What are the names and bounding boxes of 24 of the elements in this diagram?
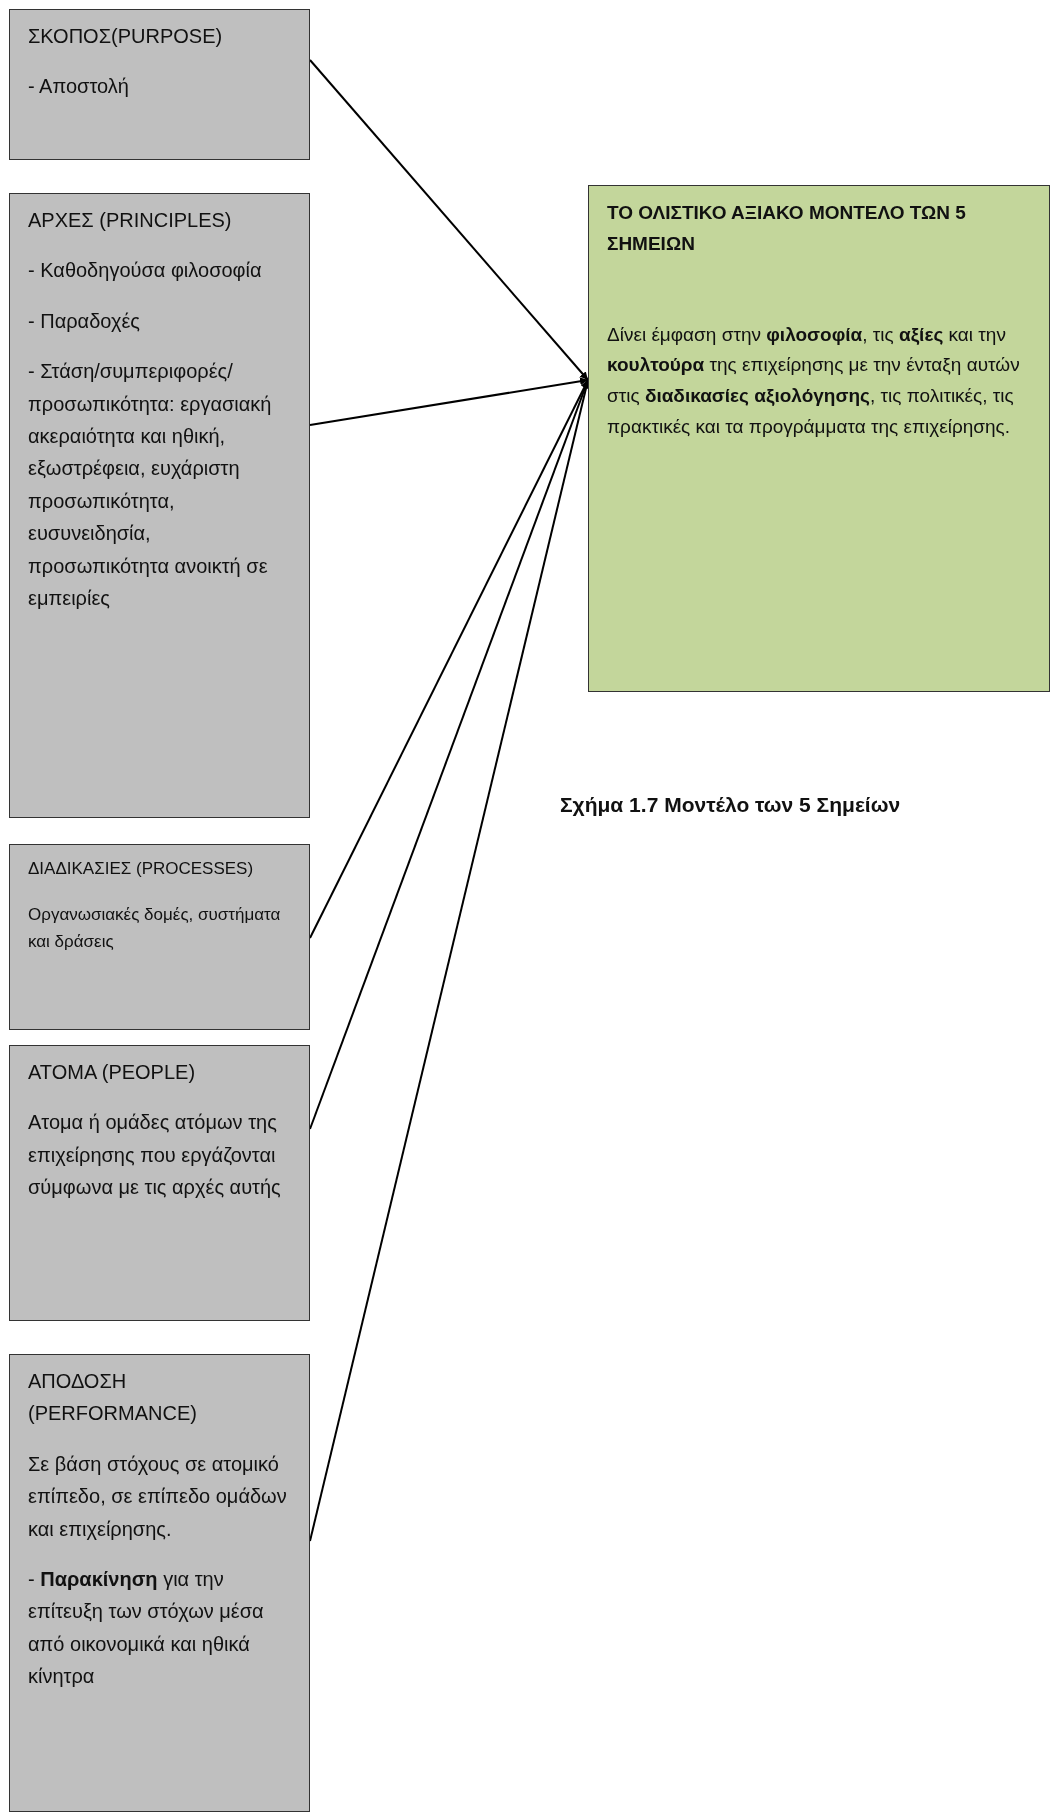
box-text: - Αποστολή [28, 74, 130, 100]
box-text: Δίνει έμφαση στην φιλοσοφία, τις αξίες και την κουλτούρα της επιχείρησης με την ένταξη αυτών στις διαδικασίες αξιολόγησης, τις πολιτικές, τις πρακτικές και τα προγράμματα της επιχείρησης. [607, 322, 1021, 439]
category-box [9, 1045, 310, 1321]
figure-caption: Σχήμα 1.7 Μοντέλο των 5 Σημείων [560, 793, 901, 817]
arrow [309, 377, 589, 426]
category-box [9, 1354, 310, 1812]
box-heading: ΣΚΟΠΟΣ(PURPOSE) [28, 24, 224, 49]
box-heading: ΑΤΟΜΑ (PEOPLE) [28, 1060, 197, 1085]
box-heading: ΑΡΧΕΣ (PRINCIPLES) [28, 208, 233, 233]
box-text: Ατομα ή ομάδες ατόμων της επιχείρησης που εργάζονται σύμφωνα με τις αρχές αυτής [28, 1110, 282, 1201]
box-text: - Παραδοχές [28, 308, 141, 334]
box-text: Σε βάση στόχους σε ατομικό επίπεδο, σε επίπεδο ομάδων και επιχείρησης. [28, 1451, 288, 1542]
box-text: - Παρακίνηση για την επίτευξη των στόχων μέσα από οικονομικά και ηθικά κίνητρα [28, 1566, 265, 1690]
box-heading: ΑΠΟΔΟΣΗ (PERFORMANCE) [28, 1369, 198, 1427]
box-heading: ΔΙΑΔΙΚΑΣΙΕΣ (PROCESSES) [28, 858, 255, 880]
category-box [9, 9, 310, 160]
category-box [9, 193, 310, 818]
box-text: - Στάση/συμπεριφορές/ προσωπικότητα: εργασιακή ακεραιότητα και ηθική, εξωστρέφεια, ευχάριστη προσωπικότητα, ευσυνειδησία, προσωπικότητα ανοικτή σε εμπειρίες [28, 359, 273, 611]
box-text: Οργανωσιακές δομές, συστήματα και δράσεις [28, 903, 282, 954]
box-text: - Καθοδηγούσα φιλοσοφία [28, 258, 263, 284]
box-heading: ΤΟ ΟΛΙΣΤΙΚΟ ΑΞΙΑΚΟ ΜΟΝΤΕΛΟ ΤΩΝ 5 ΣΗΜΕΙΩΝ [607, 201, 967, 256]
category-box [9, 844, 310, 1030]
arrow [309, 59, 589, 381]
model-box [588, 185, 1050, 692]
